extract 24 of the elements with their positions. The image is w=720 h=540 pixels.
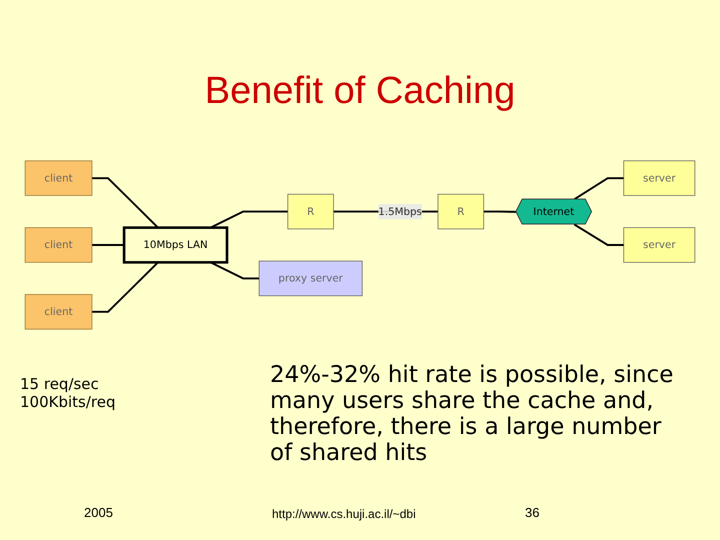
hit-rate-note: 24%-32% hit rate is possible, since many users share the cache and, therefore, there is a large number of shared hits — [270, 362, 674, 466]
node-box: client — [24, 227, 92, 263]
connector — [574, 224, 624, 246]
node-box: client — [24, 160, 92, 196]
connector — [92, 244, 124, 246]
node-box: server — [623, 160, 696, 196]
page-number: 36 — [525, 505, 540, 520]
node-box: R — [287, 194, 334, 230]
connector — [92, 262, 159, 313]
url-label: http://www.cs.huji.ac.il/~dbi — [272, 507, 417, 521]
node-box: proxy server — [258, 260, 363, 296]
edge-label: 1.5Mbps — [378, 205, 422, 218]
slide-title: Benefit of Caching — [204, 70, 516, 113]
connector — [210, 261, 260, 280]
connector — [92, 177, 159, 228]
node-box: client — [24, 294, 92, 330]
connector — [210, 210, 288, 229]
year-label: 2005 — [84, 505, 114, 520]
node-box: 10Mbps LAN — [122, 226, 228, 264]
connector — [574, 177, 624, 200]
load-note: 15 req/sec 100Kbits/req — [20, 375, 116, 411]
node-box: R — [438, 194, 484, 230]
node-box: server — [623, 227, 696, 263]
connector — [484, 210, 516, 213]
